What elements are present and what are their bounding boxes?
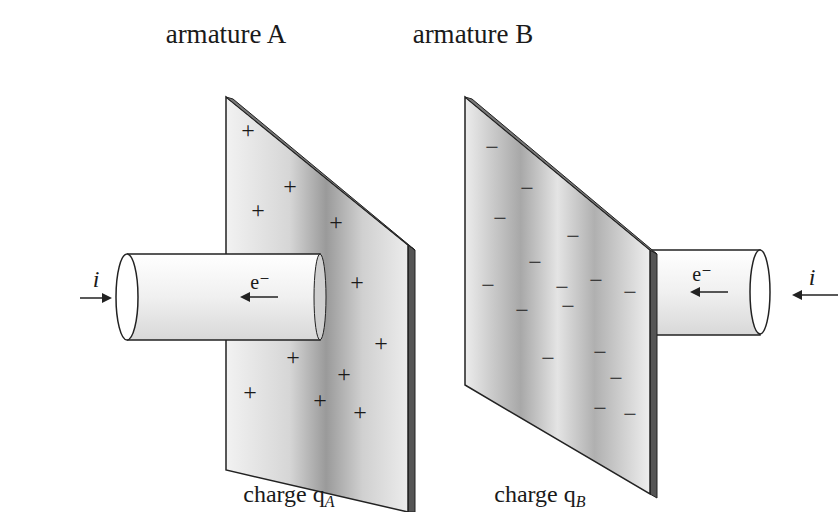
charge-sign: − — [589, 268, 603, 292]
charge-sign: − — [481, 273, 495, 297]
charge-sign: − — [561, 294, 575, 318]
charge-sign: + — [337, 362, 351, 386]
current-arrow — [80, 290, 838, 303]
charge-sign: − — [609, 366, 623, 390]
charge-subscript: B — [576, 494, 586, 510]
armature-b-plate — [465, 97, 657, 498]
wire-b — [640, 250, 770, 335]
charge-sign: − — [593, 340, 607, 364]
charge-sign: + — [353, 400, 367, 424]
charge-sign: − — [515, 298, 529, 322]
charge-sign: − — [528, 250, 542, 274]
wire-a — [116, 254, 326, 340]
charge-sign: − — [623, 402, 637, 426]
charge-label: charge q — [243, 482, 325, 506]
charge-sign: − — [541, 346, 555, 370]
charge-sign: + — [329, 210, 343, 234]
current-label: i — [93, 267, 100, 291]
charge-subscript: A — [325, 494, 335, 510]
charge-sign: + — [313, 388, 327, 412]
current-label: i — [809, 265, 816, 289]
part-name: armature B — [413, 21, 534, 48]
electron-label: e⁻ — [692, 264, 711, 284]
charge-sign: + — [350, 270, 364, 294]
charge-sign: + — [283, 174, 297, 198]
part-name: armature A — [166, 21, 287, 48]
charge-sign: − — [593, 396, 607, 420]
electron-label: e⁻ — [250, 272, 269, 292]
charge-sign: − — [520, 176, 534, 200]
charge-sign: + — [374, 331, 388, 355]
charge-sign: + — [286, 345, 300, 369]
charge-sign: + — [241, 118, 255, 142]
charge-sign: − — [493, 206, 507, 230]
charge-sign: − — [566, 224, 580, 248]
charge-sign: + — [251, 198, 265, 222]
charge-sign: − — [485, 135, 499, 159]
charge-sign: + — [243, 380, 257, 404]
charge-label: charge q — [494, 482, 576, 506]
charge-sign: − — [623, 280, 637, 304]
